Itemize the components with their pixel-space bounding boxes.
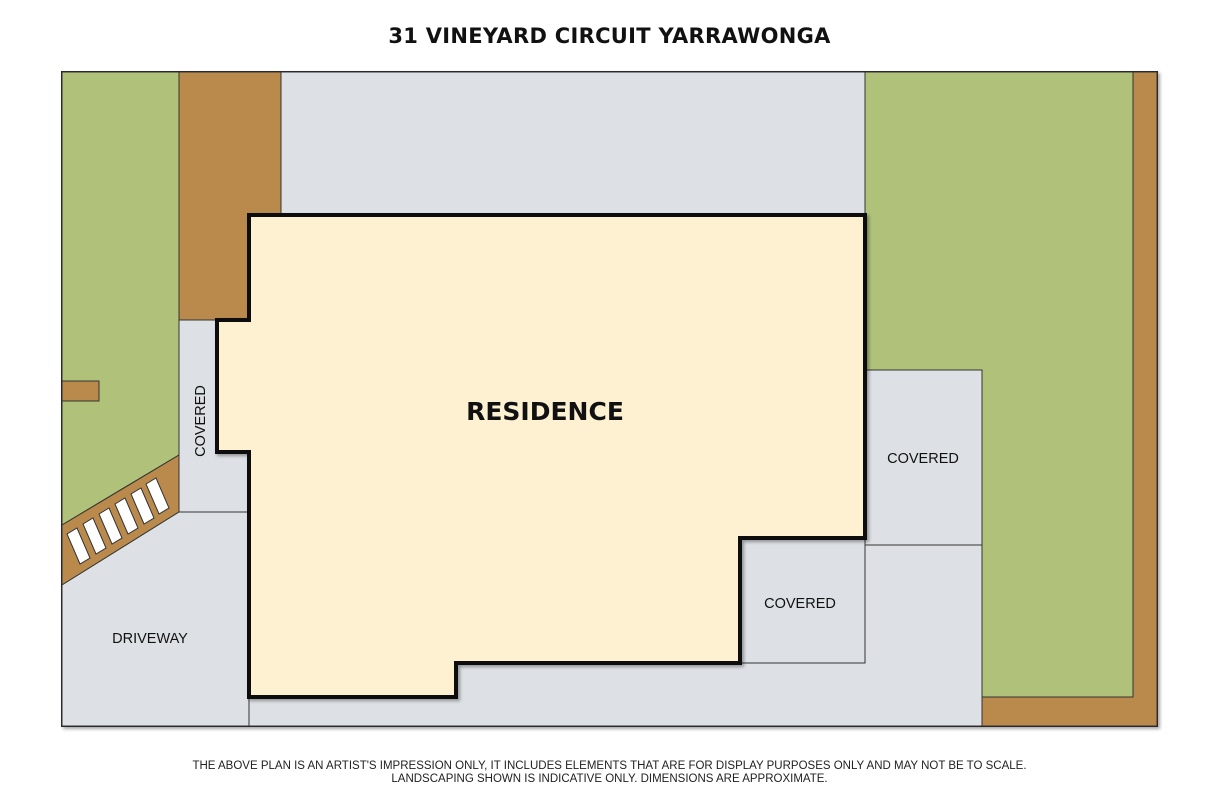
residence-label: RESIDENCE <box>466 397 624 426</box>
disclaimer-line-1: THE ABOVE PLAN IS AN ARTIST'S IMPRESSION… <box>192 760 1027 772</box>
driveway-label: DRIVEWAY <box>112 631 188 647</box>
step-treads <box>66 477 170 565</box>
residence-footprint <box>215 213 867 699</box>
covered-area-lower <box>739 537 866 664</box>
covered-area-right <box>864 369 983 546</box>
disclaimer-line-2: LANDSCAPING SHOWN IS INDICATIVE ONLY. DI… <box>391 773 828 785</box>
right-garden-bed <box>981 71 1158 727</box>
covered-right-label: COVERED <box>887 451 959 467</box>
left-lawn <box>61 71 180 526</box>
rear-paving <box>280 71 866 216</box>
disclaimer: THE ABOVE PLAN IS AN ARTIST'S IMPRESSION… <box>0 760 1219 786</box>
plan-title: 31 VINEYARD CIRCUIT YARRAWONGA <box>388 24 831 48</box>
covered-lower-label: COVERED <box>764 596 836 612</box>
covered-left-label: COVERED <box>193 385 209 457</box>
garden-feature <box>61 380 100 402</box>
